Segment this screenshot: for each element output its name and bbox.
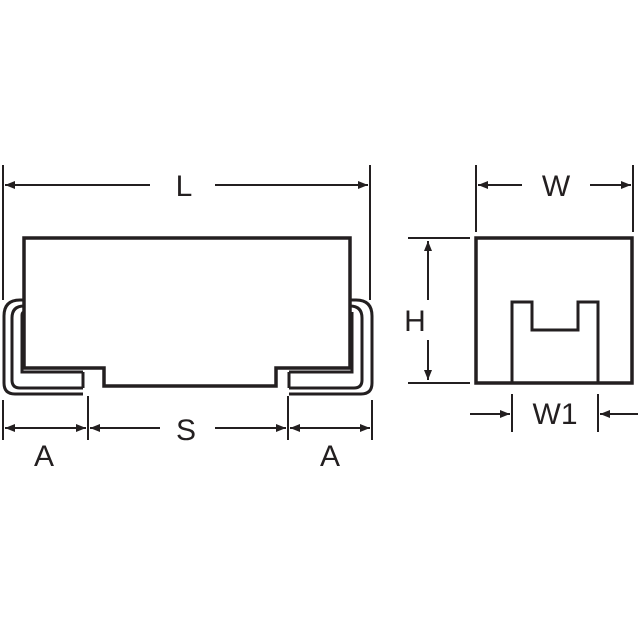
right-terminal	[287, 304, 364, 390]
end-view: W H W1	[404, 165, 638, 432]
label-w1: W1	[533, 398, 578, 431]
label-a-left: A	[34, 440, 54, 473]
label-h: H	[404, 305, 426, 338]
label-s: S	[176, 414, 196, 447]
left-terminal	[10, 304, 85, 390]
left-terminal-outer	[2, 298, 83, 396]
label-a-right: A	[320, 440, 340, 473]
end-view-body	[474, 236, 634, 385]
label-w: W	[542, 170, 571, 203]
end-view-terminal	[510, 300, 600, 383]
label-l: L	[176, 170, 193, 203]
side-view-body	[22, 236, 352, 388]
right-terminal-outer	[289, 298, 374, 396]
side-view: L S A A	[2, 165, 374, 473]
